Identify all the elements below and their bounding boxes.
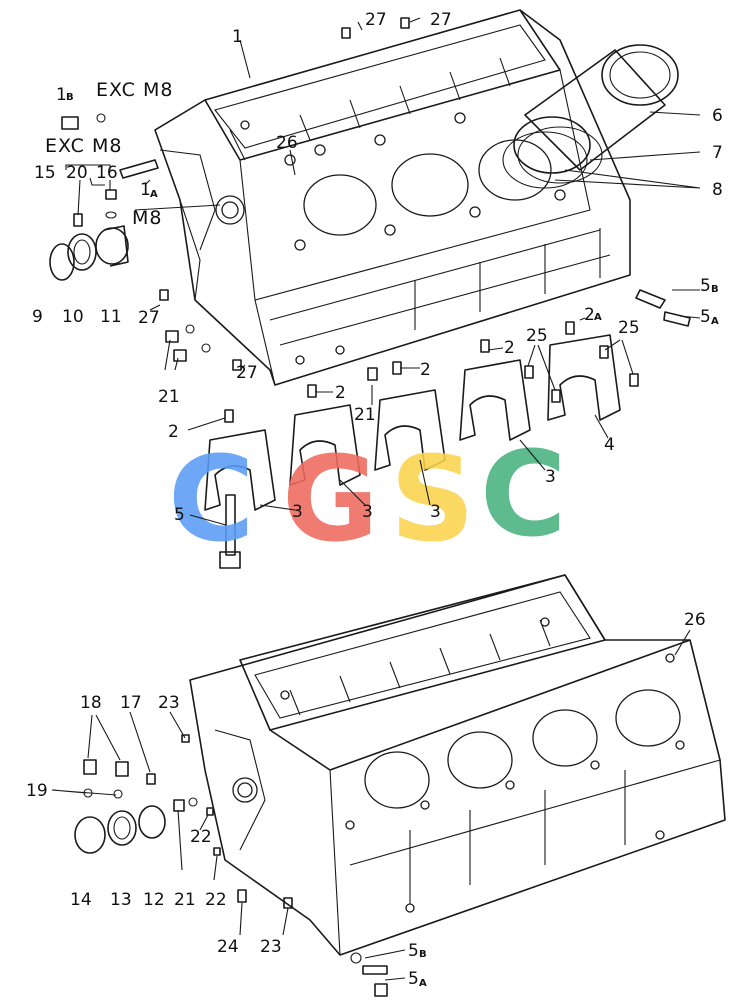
callout-27-left: 27 (138, 308, 160, 328)
callout-23-top: 23 (158, 693, 180, 713)
callout-25-right: 25 (618, 318, 640, 338)
callout-25-left: 25 (526, 326, 548, 346)
callout-12: 12 (143, 890, 165, 910)
callout-11: 11 (100, 307, 122, 327)
callout-1b: 1 (56, 85, 67, 105)
callout-19: 19 (26, 781, 48, 801)
callout-2-a: 2 (168, 422, 179, 442)
callout-26-top: 26 (276, 133, 298, 153)
callout-2-d: 2 (504, 338, 515, 358)
callout-1: 1 (232, 27, 243, 47)
note-exc-m8-top: EXC M8 (96, 79, 173, 101)
cylinder-liner (502, 44, 679, 189)
callout-3-left: 3 (292, 502, 303, 522)
callout-27-top-right: 27 (430, 10, 452, 30)
callout-numbers: 1 1 B 1 A 27 27 6 7 8 26 15 20 16 9 10 1… (26, 10, 723, 989)
callout-2-c: 2 (420, 360, 431, 380)
callout-10: 10 (62, 307, 84, 327)
watermark-letter-c2: C (480, 425, 567, 563)
callout-2-b: 2 (335, 383, 346, 403)
callout-5a-top-sub: A (711, 316, 719, 327)
watermark-letter-g: G (282, 430, 379, 568)
note-m8: M8 (132, 207, 162, 229)
callout-13: 13 (110, 890, 132, 910)
callout-3-center: 3 (362, 502, 373, 522)
callout-2a-sub: A (594, 312, 602, 323)
callout-2a: 2 (584, 305, 595, 325)
callout-7: 7 (712, 143, 723, 163)
callout-20: 20 (66, 163, 88, 183)
note-exc-m8-mid: EXC M8 (45, 135, 122, 157)
callout-1a-sub: A (150, 189, 158, 200)
watermark-letter-c1: C (168, 430, 255, 568)
callout-22-lower: 22 (205, 890, 227, 910)
callout-15: 15 (34, 163, 56, 183)
callout-21-center: 21 (354, 405, 376, 425)
callout-4: 4 (604, 435, 615, 455)
cylinder-block-bottom (189, 574, 726, 956)
callout-1b-sub: B (66, 92, 74, 103)
callout-8: 8 (712, 180, 723, 200)
callout-27-top-left: 27 (365, 10, 387, 30)
front-plugs-bottom (74, 734, 388, 997)
callout-18: 18 (80, 693, 102, 713)
callout-23-bottom: 23 (260, 937, 282, 957)
callout-1a: 1 (140, 180, 151, 200)
cylinder-block-top (154, 9, 631, 386)
callout-22-upper: 22 (190, 827, 212, 847)
callout-16: 16 (96, 163, 118, 183)
callout-21-bottom: 21 (174, 890, 196, 910)
callout-21-left: 21 (158, 387, 180, 407)
callout-3-center-right: 3 (430, 502, 441, 522)
notes: EXC M8 EXC M8 M8 (45, 79, 173, 229)
callout-26-bottom: 26 (684, 610, 706, 630)
callout-5b-bottom: 5 (408, 941, 419, 961)
callout-5b-top-sub: B (711, 284, 719, 295)
callout-14: 14 (70, 890, 92, 910)
callout-5b-bottom-sub: B (419, 949, 427, 960)
callout-5a-bottom: 5 (408, 969, 419, 989)
callout-27-mid: 27 (236, 363, 258, 383)
front-plugs-top (49, 113, 159, 281)
cgsc-watermark: C G S C (168, 425, 567, 568)
callout-3-right: 3 (545, 467, 556, 487)
callout-17: 17 (120, 693, 142, 713)
small-bolts-top (159, 17, 691, 371)
callout-5a-top: 5 (700, 307, 711, 327)
callout-5a-bottom-sub: A (419, 978, 427, 989)
callout-5: 5 (174, 505, 185, 525)
watermark-letter-s: S (390, 430, 475, 568)
leader-lines (51, 17, 701, 981)
callout-6: 6 (712, 106, 723, 126)
callout-24: 24 (217, 937, 239, 957)
callout-9: 9 (32, 307, 43, 327)
callout-5b-top: 5 (700, 276, 711, 296)
